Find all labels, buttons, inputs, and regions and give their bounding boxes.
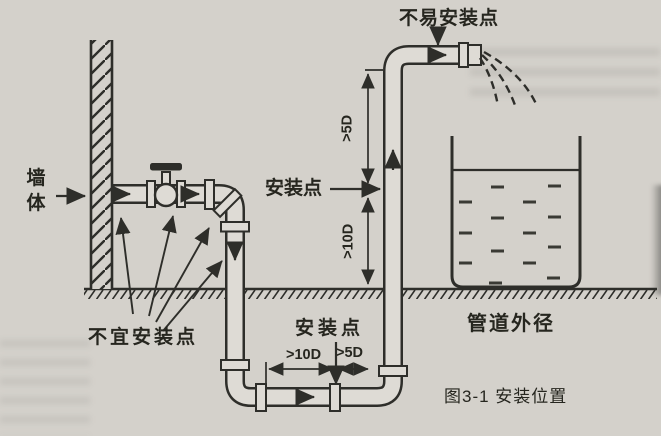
dimension-riser-upstream: >10D: [340, 223, 357, 259]
dimension-bottom-downstream: >5D: [336, 345, 364, 361]
flange-bottom-pipe-left: [255, 383, 267, 412]
valve-handle: [150, 163, 182, 171]
flange-outlet: [458, 42, 469, 68]
gate-valve: [146, 163, 186, 208]
dimension-bottom-upstream: >10D: [286, 347, 322, 363]
flange-left-riser-top: [220, 221, 250, 233]
outlet-nozzle: [467, 44, 482, 66]
label-pipe-outer-diameter: 管道外径: [467, 313, 555, 335]
flow-arrows: [111, 46, 448, 406]
wall-hatched: [89, 40, 114, 289]
flange-elbow-diagonal: [212, 187, 243, 219]
label-install-point-bottom: 安装点: [295, 318, 365, 339]
water-jets: [478, 50, 539, 109]
ground: [84, 287, 657, 299]
pointer-arrows: [56, 26, 447, 386]
water-texture-dashes: [459, 184, 561, 285]
label-unsuitable-install-points: 不宜安装点: [88, 327, 199, 348]
flange-right-riser-bottom: [378, 365, 408, 377]
arrows-unsuitable-points: [115, 215, 223, 332]
dimension-riser-downstream: >5D: [339, 114, 356, 142]
label-difficult-install-point: 不易安装点: [399, 8, 500, 29]
dimension-lines: [265, 69, 383, 390]
flange-after-valve: [204, 179, 215, 210]
water-tank: [450, 136, 582, 289]
label-wall: 墙体: [26, 168, 46, 214]
pipe-flanges: [204, 42, 482, 412]
figure-caption: 图3-1 安装位置: [444, 387, 568, 406]
label-install-point-riser: 安装点: [265, 178, 323, 199]
flange-bottom-pipe-right: [329, 383, 341, 412]
flange-left-riser-underground: [220, 359, 250, 371]
